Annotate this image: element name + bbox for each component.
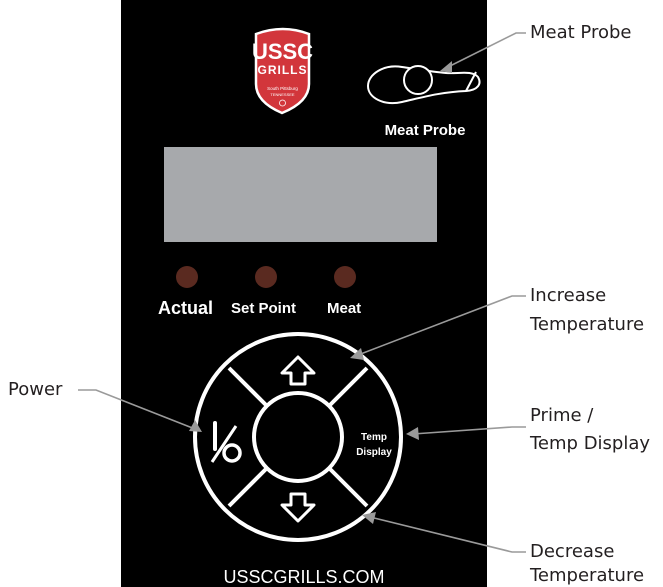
logo-line2: GRILLS [258, 63, 308, 77]
leader-arrowheads [189, 61, 452, 524]
led-label-meat: Meat [327, 300, 362, 317]
logo-tagline2: TENNESSEE [270, 92, 295, 97]
led-label-actual: Actual [158, 298, 214, 318]
temp-display-label-line2: Display [356, 447, 392, 458]
arrow-up-icon [280, 355, 316, 386]
website-url: USSCGRILLS.COM [223, 567, 384, 587]
callout-prime-line2: Temp Display [530, 433, 651, 454]
callout-increase-line1: Increase [530, 285, 607, 306]
led-set-point [255, 266, 277, 288]
led-label-set-point: Set Point [231, 300, 297, 317]
callout-prime-line1: Prime / [530, 405, 594, 426]
led-actual [176, 266, 198, 288]
callout-increase-line2: Temperature [530, 314, 645, 335]
temp-display-label-line1: Temp [361, 432, 387, 443]
led-meat [334, 266, 356, 288]
button-ring [193, 332, 403, 542]
callout-decrease-line2: Temperature [530, 565, 645, 586]
leader-lines [78, 32, 526, 553]
power-button[interactable] [210, 421, 242, 463]
decrease-temperature-button[interactable] [280, 492, 316, 523]
ussc-grills-logo: USSC GRILLS South Pittsburg TENNESSEE [252, 27, 313, 115]
callout-decrease-line1: Decrease [530, 541, 615, 562]
power-io-icon [210, 421, 242, 463]
logo-line1: USSC [252, 39, 313, 64]
temp-display-button[interactable]: Temp Display [356, 432, 392, 458]
logo-tagline1: South Pittsburg [267, 86, 298, 91]
callout-power: Power [8, 379, 63, 400]
probe-label: Meat Probe [385, 122, 466, 139]
lcd-display [164, 147, 437, 242]
arrow-down-icon [280, 492, 316, 523]
meat-probe-jack-icon[interactable] [366, 65, 481, 104]
callout-meat-probe: Meat Probe [530, 22, 632, 43]
increase-temperature-button[interactable] [280, 355, 316, 386]
